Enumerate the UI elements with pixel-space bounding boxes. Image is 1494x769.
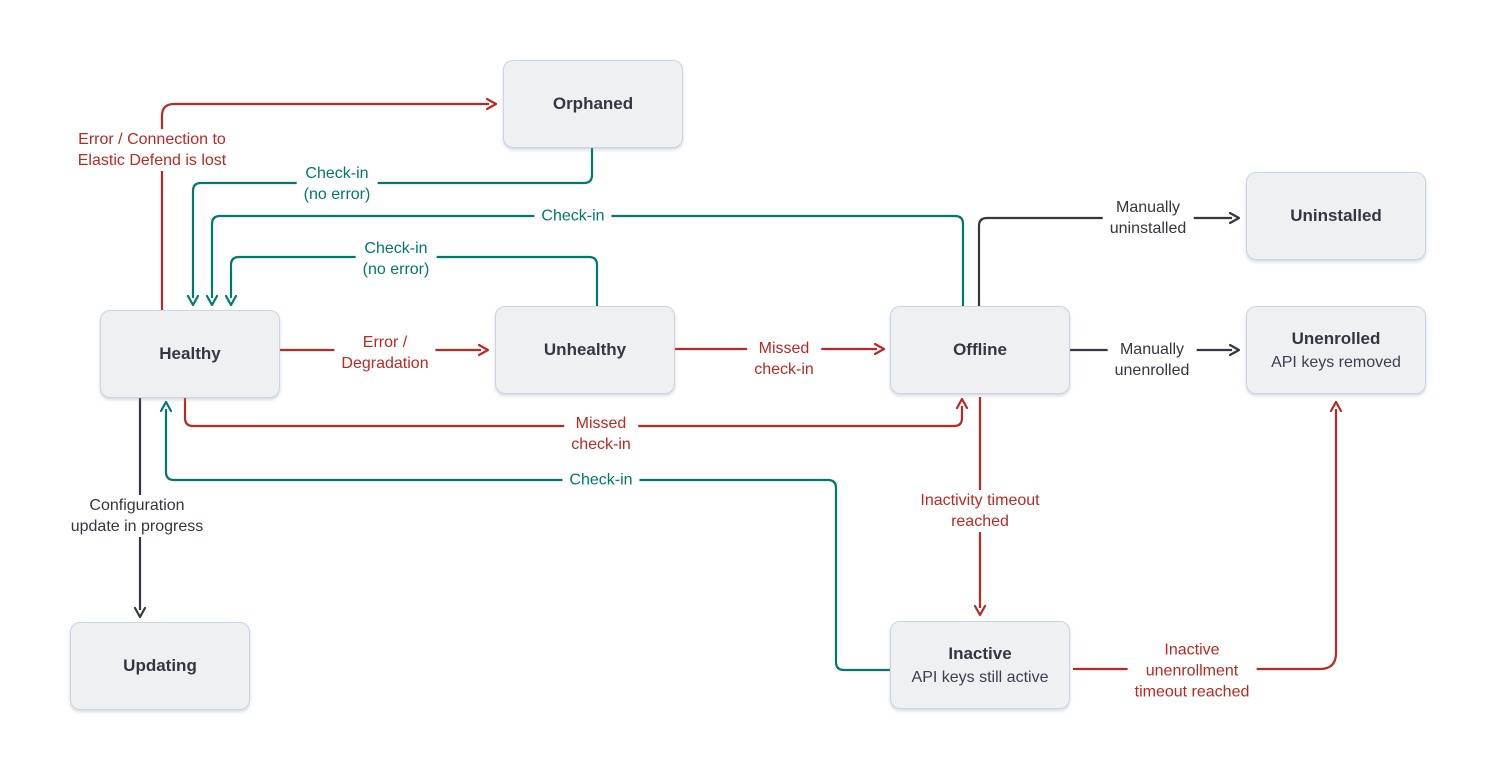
- edge-label-offline-to-inactive: Inactivity timeout reached: [913, 490, 1047, 532]
- node-inactive-title: Inactive: [948, 643, 1012, 663]
- node-orphaned-title: Orphaned: [552, 94, 634, 113]
- edge-healthy-to-orphaned: [160, 97, 498, 310]
- edge-label-healthy-to-updating: Configuration update in progress: [63, 495, 211, 537]
- edge-offline-to-healthy: [205, 214, 965, 307]
- edge-label-unhealthy-to-offline: Missed check-in: [747, 338, 821, 380]
- edge-label-inactive-to-healthy: Check-in: [562, 469, 640, 491]
- node-inactive: Inactive API keys still active: [890, 621, 1070, 709]
- node-unhealthy-title: Unhealthy: [543, 340, 627, 359]
- edge-label-orphaned-to-healthy: Check-in (no error): [296, 163, 378, 205]
- node-offline-title: Offline: [953, 340, 1007, 359]
- edge-label-unhealthy-to-healthy: Check-in (no error): [355, 238, 437, 280]
- edge-label-healthy-to-orphaned: Error / Connection to Elastic Defend is …: [70, 129, 234, 171]
- node-uninstalled-title: Uninstalled: [1290, 206, 1382, 225]
- node-orphaned: Orphaned: [503, 60, 683, 148]
- edge-label-offline-to-unenrolled: Manually unenrolled: [1107, 339, 1197, 381]
- edge-inactive-to-healthy: [159, 400, 891, 672]
- node-uninstalled: Uninstalled: [1246, 172, 1426, 260]
- node-unenrolled: Unenrolled API keys removed: [1246, 306, 1426, 394]
- node-inactive-subtitle: API keys still active: [911, 668, 1049, 686]
- node-offline: Offline: [890, 306, 1070, 394]
- edge-label-offline-to-uninstalled: Manually uninstalled: [1102, 197, 1194, 239]
- node-healthy: Healthy: [100, 310, 280, 398]
- edge-label-healthy-to-offline: Missed check-in: [564, 413, 638, 455]
- edge-offline-to-uninstalled: [977, 211, 1241, 306]
- node-healthy-title: Healthy: [159, 344, 221, 363]
- node-unenrolled-title: Unenrolled: [1291, 328, 1381, 348]
- node-unhealthy: Unhealthy: [495, 306, 675, 394]
- node-updating-title: Updating: [123, 656, 197, 675]
- node-updating: Updating: [70, 622, 250, 710]
- edge-label-healthy-to-unhealthy: Error / Degradation: [334, 332, 436, 374]
- node-unenrolled-subtitle: API keys removed: [1271, 353, 1401, 371]
- edge-inactive-to-unenrolled: [1073, 400, 1343, 671]
- edge-orphaned-to-healthy: [186, 147, 594, 307]
- edge-label-offline-to-healthy: Check-in: [534, 205, 612, 227]
- edge-label-inactive-to-unenrolled: Inactive unenrollment timeout reached: [1127, 639, 1257, 703]
